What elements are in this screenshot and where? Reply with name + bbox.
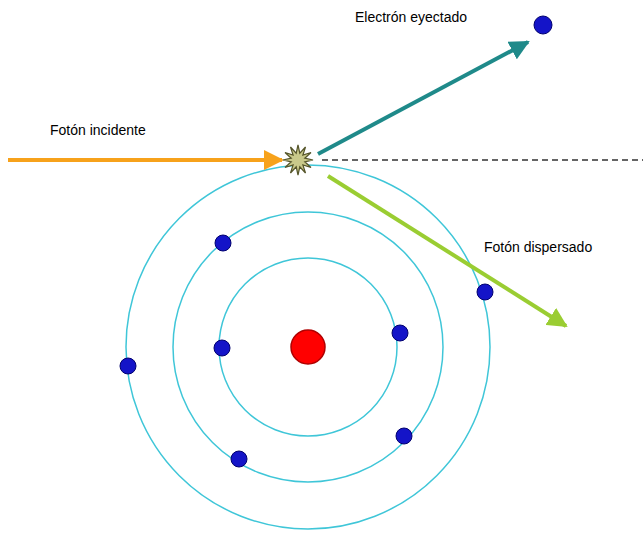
- nucleus: [291, 330, 325, 364]
- incident-photon-arrow: [8, 158, 282, 162]
- electron: [215, 235, 231, 251]
- electron: [392, 325, 408, 341]
- electron: [231, 451, 247, 467]
- inner-orbit: [219, 258, 397, 436]
- middle-orbit: [173, 212, 443, 482]
- ejected-electron-arrow: [318, 42, 528, 154]
- orbits: [126, 165, 490, 529]
- electron: [396, 428, 412, 444]
- electron: [214, 340, 230, 356]
- electron: [477, 284, 493, 300]
- ejected-electron-label: Electrón eyectado: [355, 10, 467, 25]
- ejected-electron: [534, 16, 552, 34]
- incident-photon-label: Fotón incidente: [50, 123, 146, 138]
- collision-star: [283, 145, 313, 175]
- outer-orbit: [126, 165, 490, 529]
- collision-burst: [283, 145, 313, 175]
- scattered-photon-label: Fotón dispersado: [484, 240, 592, 255]
- reference-line: [322, 159, 643, 160]
- electron: [120, 358, 136, 374]
